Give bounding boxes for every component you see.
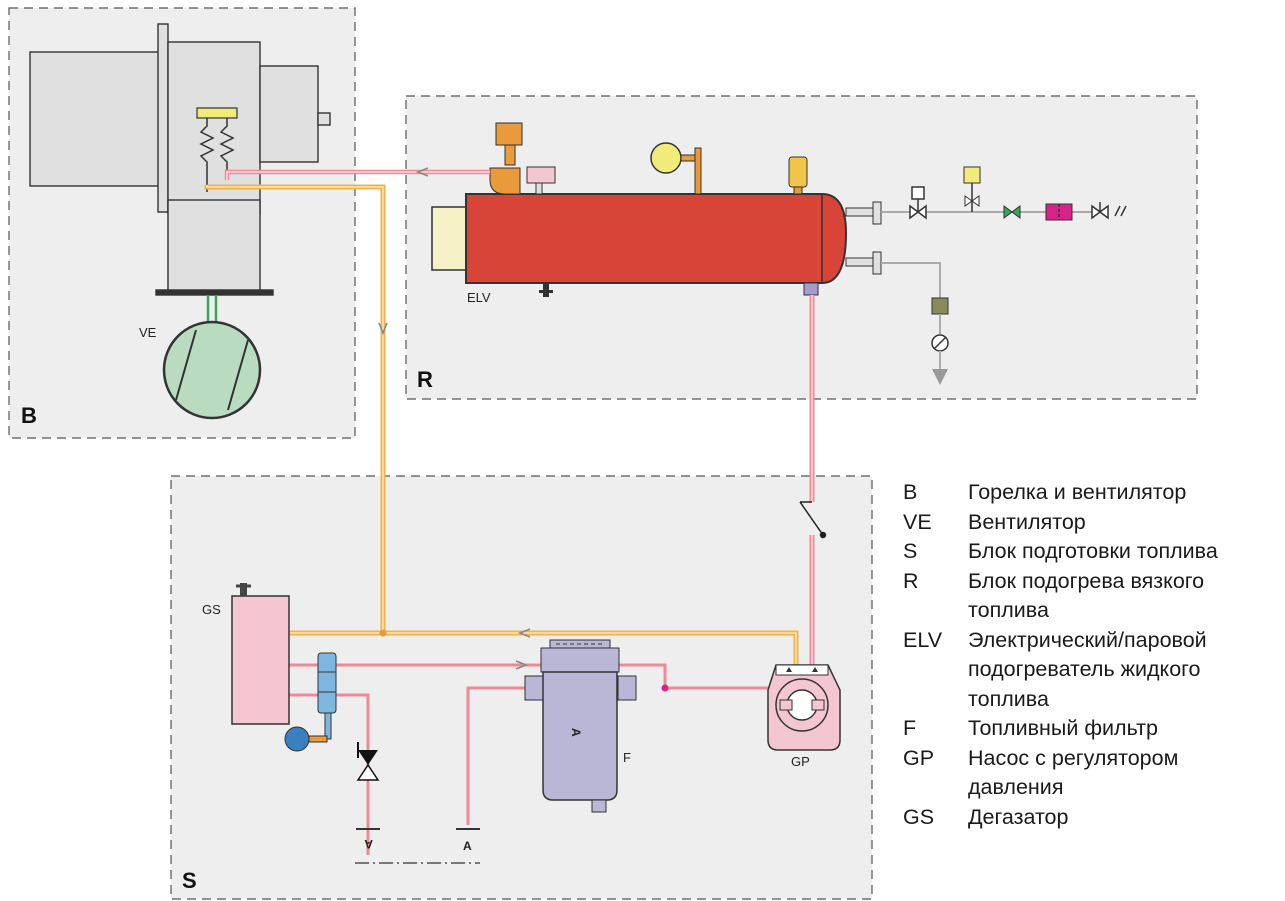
check-valve-icon [1003,205,1021,219]
drain-valve-slash [933,336,947,350]
heat-coil-icon [196,107,238,192]
legend-text: Топливный фильтр [968,716,1158,740]
valve-assembly [284,652,337,752]
unit-s-tag: S [182,868,197,893]
legend-row: ELV Электрический/паровой подогреватель … [903,626,1275,715]
legend-row: B Горелка и вентилятор [903,478,1275,508]
legend-text: Насос с регулятором давления [968,745,1179,800]
mark-a-out: A [364,837,373,851]
legend-row: VE Вентилятор [903,508,1275,538]
legend-row: GS Дегазатор [903,803,1275,833]
legend-row: F Топливный фильтр [903,714,1275,744]
legend-code: ELV [903,627,943,652]
label-gs: GS [202,602,221,617]
legend-text: Вентилятор [968,509,1086,534]
return-pipe-heater-burner-inner [226,171,490,180]
legend-text: Блок подогрева вязкого топлива [968,568,1205,623]
drain-sensor [931,297,949,315]
unit-b-tag: B [21,403,37,428]
gauge-icon [650,142,702,195]
unit-r-tag: R [417,367,433,392]
pressure-switch-icon [963,166,981,212]
filter-flow-arrow: A [569,728,583,737]
manual-valve-icon [1091,202,1127,220]
legend-code: VE [903,509,932,534]
legend: B Горелка и вентилятор VE Вентилятор S Б… [903,478,1275,832]
supply-pipe-filter [466,686,543,825]
filter-f [524,639,637,813]
junction-dot-pink [661,684,669,692]
legend-code: B [903,480,918,504]
degasser-gs [231,583,290,725]
label-f: F [623,750,631,765]
thermostat-icon [489,122,556,195]
supply-pipe-gs-gp-inner [289,632,797,665]
legend-code: GP [903,745,935,770]
legend-code: R [903,568,919,593]
pump-gp [767,664,841,751]
legend-text: Горелка и вентилятор [968,480,1187,504]
manual-valve-icon [356,742,380,781]
pipe-switch [799,501,827,539]
label-gp: GP [791,754,810,769]
legend-text: Блок подготовки топлива [968,539,1218,563]
legend-row: GP Насос с регулятором давления [903,744,1275,803]
legend-code: GS [903,804,935,829]
solenoid-valve-icon [909,186,927,220]
legend-code: F [903,716,917,740]
heater-elv [431,193,882,297]
legend-code: S [903,539,918,563]
fan-ve [162,295,262,420]
legend-text: Дегазатор [968,804,1069,829]
mark-a-in: A [463,839,472,853]
drain-line [881,262,941,298]
legend-row: R Блок подогрева вязкого топлива [903,567,1275,626]
pressure-switch-icon [788,156,808,195]
legend-text: Электрический/паровой подогреватель жидк… [968,627,1207,711]
legend-row: S Блок подготовки топлива [903,537,1275,567]
supply-pipe-burner-s-inner [206,185,384,633]
label-ve: VE [139,325,157,340]
return-pipe-gs-lower [289,693,370,855]
return-pipe-gs-line [289,663,780,690]
label-elv: ELV [467,290,491,305]
junction-dot [379,629,387,637]
